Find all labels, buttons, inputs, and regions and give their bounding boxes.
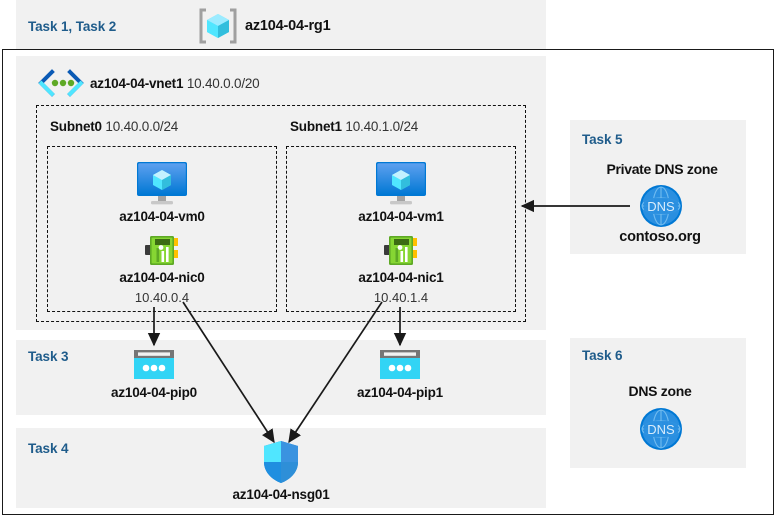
nic0-name: az104-04-nic0 <box>119 270 205 285</box>
subnet1-cidr: 10.40.1.0/24 <box>345 119 419 134</box>
nic1-name: az104-04-nic1 <box>358 270 444 285</box>
dns-zone-heading: DNS zone <box>628 383 692 399</box>
subnet0-title: Subnet0 10.40.0.0/24 <box>50 119 178 134</box>
private-dns-zone-name: contoso.org <box>619 229 701 245</box>
vnet-cidr: 10.40.0.0/20 <box>186 76 260 91</box>
public-ip-address-icon <box>132 348 176 382</box>
task-label-6: Task 6 <box>582 348 623 363</box>
resource-group-name: az104-04-rg1 <box>245 18 331 34</box>
virtual-network-icon <box>37 69 85 97</box>
dns-zone-icon: DNS <box>632 184 690 229</box>
dns-icon-text: DNS <box>647 199 675 214</box>
subnet1-name: Subnet1 <box>290 119 342 134</box>
nsg-name: az104-04-nsg01 <box>232 487 330 502</box>
network-interface-icon <box>144 234 181 268</box>
nic0-ip: 10.40.0.4 <box>134 290 190 305</box>
public-ip-panel <box>16 340 546 415</box>
subnets-container <box>36 105 526 322</box>
nic1-ip: 10.40.1.4 <box>373 290 429 305</box>
private-dns-zone-heading: Private DNS zone <box>606 161 718 177</box>
network-interface-icon <box>383 234 420 268</box>
vm1-name: az104-04-vm1 <box>358 209 444 224</box>
subnet1-boundary <box>286 146 516 312</box>
task-label-1-2: Task 1, Task 2 <box>28 19 117 34</box>
vm0-name: az104-04-vm0 <box>119 209 205 224</box>
pip0-name: az104-04-pip0 <box>111 385 197 400</box>
virtual-machine-icon <box>133 160 191 206</box>
resource-group-icon <box>197 8 239 44</box>
vnet-panel <box>16 56 546 330</box>
task-label-5: Task 5 <box>582 132 623 147</box>
task-label-4: Task 4 <box>28 441 69 456</box>
pip1-name: az104-04-pip1 <box>357 385 443 400</box>
resource-group-header-band <box>16 0 546 49</box>
resource-group-boundary <box>2 49 774 515</box>
vnet-name: az104-04-vnet1 <box>90 76 184 91</box>
dns-zone-icon: DNS <box>632 407 690 452</box>
vnet-title: az104-04-vnet1 10.40.0.0/20 <box>90 76 260 91</box>
virtual-machine-icon <box>372 160 430 206</box>
task-label-3: Task 3 <box>28 349 69 364</box>
subnet1-title: Subnet1 10.40.1.0/24 <box>290 119 418 134</box>
network-security-group-icon <box>262 440 300 484</box>
subnet0-name: Subnet0 <box>50 119 102 134</box>
subnet0-cidr: 10.40.0.0/24 <box>105 119 179 134</box>
public-ip-address-icon <box>378 348 422 382</box>
dns-icon-text: DNS <box>647 422 675 437</box>
subnet0-boundary <box>47 146 277 312</box>
